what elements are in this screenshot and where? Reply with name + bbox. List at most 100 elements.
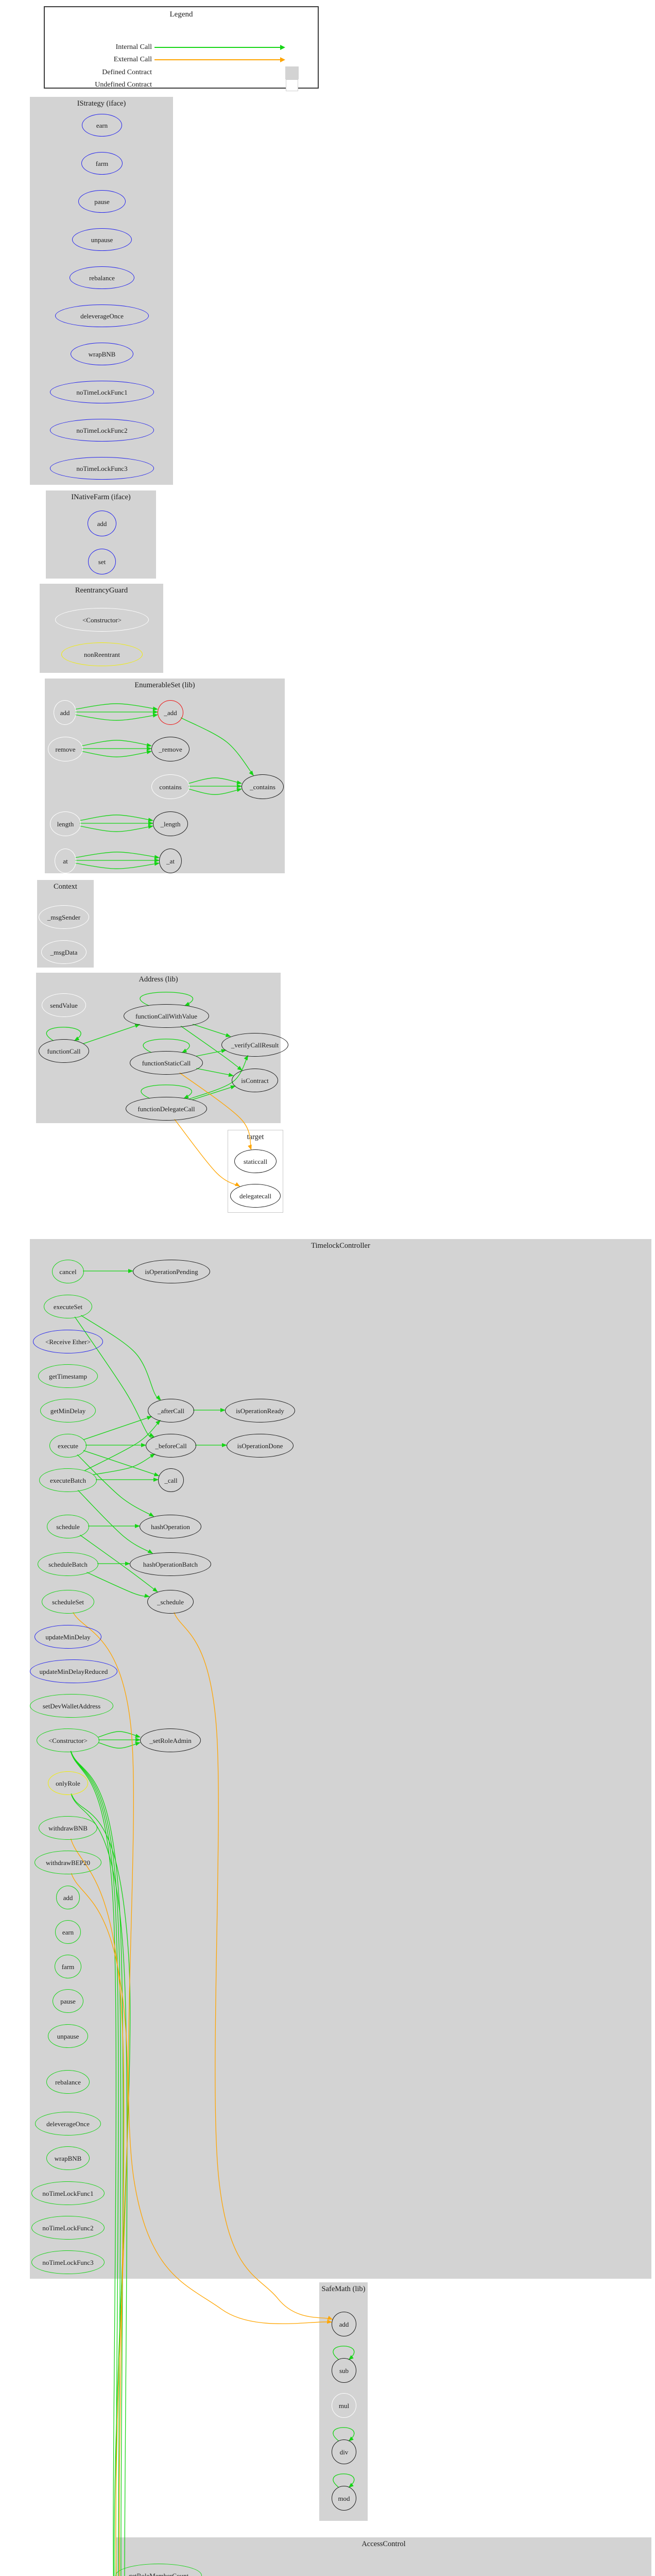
node-label-TimelockController-noTimeLockFunc2: noTimeLockFunc2 bbox=[42, 2224, 94, 2232]
node-label-TimelockController-hashOperation: hashOperation bbox=[151, 1522, 190, 1531]
node-label-TimelockController-hashOperationBatch: hashOperationBatch bbox=[143, 1560, 198, 1568]
node-TimelockController-executeBatch: executeBatch bbox=[39, 1468, 97, 1492]
node-EnumerableSet-add: add bbox=[54, 700, 76, 725]
node-Context-_msgSender: _msgSender bbox=[39, 905, 89, 929]
node-TimelockController-executeSet: executeSet bbox=[44, 1295, 92, 1318]
node-label-TimelockController-ReceiveEther: <Receive Ether> bbox=[45, 1337, 91, 1346]
node-label-SafeMath-mul: mul bbox=[338, 2401, 350, 2410]
undefined-contract-swatch-icon bbox=[286, 79, 298, 91]
node-label-Address-functionStaticCall: functionStaticCall bbox=[142, 1059, 191, 1067]
node-label-Context-_msgSender: _msgSender bbox=[47, 913, 81, 921]
node-label-EnumerableSet-_remove: _remove bbox=[159, 745, 182, 753]
node-label-TimelockController-_setRoleAdmin: _setRoleAdmin bbox=[149, 1736, 192, 1744]
node-IStrategy-pause: pause bbox=[78, 190, 126, 213]
cluster-title-AccessControl: AccessControl bbox=[361, 2540, 406, 2548]
cluster-title-Address: Address (lib) bbox=[139, 975, 178, 984]
node-label-SafeMath-mod: mod bbox=[338, 2494, 350, 2502]
node-EnumerableSet-_at: _at bbox=[159, 849, 182, 873]
node-TimelockController-wrapBNB: wrapBNB bbox=[46, 2146, 90, 2170]
node-label-Address-isContract: isContract bbox=[241, 1076, 269, 1084]
node-Address-functionCallWithValue: functionCallWithValue bbox=[124, 1004, 209, 1028]
node-label-TimelockController-Constructor: <Constructor> bbox=[48, 1736, 88, 1744]
node-TimelockController-rebalance: rebalance bbox=[46, 2070, 90, 2094]
node-label-EnumerableSet-contains: contains bbox=[159, 783, 182, 791]
node-TimelockController-isOperationPending: isOperationPending bbox=[133, 1260, 210, 1283]
cluster-TimelockController: TimelockController bbox=[30, 1239, 651, 2279]
node-TimelockController-hashOperation: hashOperation bbox=[140, 1515, 201, 1538]
node-Address-_verifyCallResult: _verifyCallResult bbox=[221, 1033, 288, 1057]
node-TimelockController-scheduleSet: scheduleSet bbox=[42, 1590, 94, 1614]
node-TimelockController-pause: pause bbox=[53, 1989, 83, 2013]
node-label-EnumerableSet-_add: _add bbox=[164, 708, 177, 717]
node-label-EnumerableSet-_length: _length bbox=[160, 820, 181, 828]
node-SafeMath-mul: mul bbox=[332, 2393, 356, 2418]
cluster-title-SafeMath: SafeMath (lib) bbox=[321, 2285, 366, 2293]
node-label-TimelockController-updateMinDelay: updateMinDelay bbox=[45, 1633, 91, 1641]
node-Context-_msgData: _msgData bbox=[41, 940, 87, 964]
node-SafeMath-add: add bbox=[332, 2312, 356, 2336]
node-TimelockController-withdrawBNB: withdrawBNB bbox=[39, 1816, 97, 1840]
node-label-TimelockController-scheduleBatch: scheduleBatch bbox=[48, 1560, 88, 1568]
node-TimelockController-Constructor: <Constructor> bbox=[37, 1728, 99, 1752]
internal-call-arrow-icon bbox=[154, 45, 285, 50]
node-label-IStrategy-farm: farm bbox=[95, 159, 109, 167]
node-IStrategy-noTimeLockFunc2: noTimeLockFunc2 bbox=[50, 419, 154, 442]
node-TimelockController-_schedule: _schedule bbox=[147, 1590, 194, 1614]
node-SafeMath-sub: sub bbox=[332, 2358, 356, 2383]
node-label-TimelockController-noTimeLockFunc1: noTimeLockFunc1 bbox=[42, 2189, 94, 2197]
node-label-IStrategy-noTimeLockFunc2: noTimeLockFunc2 bbox=[76, 426, 128, 434]
node-ReentrancyGuard-Constructor: <Constructor> bbox=[55, 608, 149, 632]
node-label-IStrategy-unpause: unpause bbox=[91, 235, 113, 244]
node-label-TimelockController-farm: farm bbox=[61, 1962, 75, 1971]
node-label-target-delegatecall: delegatecall bbox=[239, 1192, 272, 1200]
node-EnumerableSet-_add: _add bbox=[158, 700, 183, 725]
node-label-EnumerableSet-at: at bbox=[63, 857, 68, 865]
node-label-EnumerableSet-_at: _at bbox=[166, 857, 175, 865]
node-IStrategy-unpause: unpause bbox=[72, 228, 132, 251]
node-ReentrancyGuard-nonReentrant: nonReentrant bbox=[61, 642, 143, 666]
node-label-INativeFarm-set: set bbox=[98, 557, 106, 566]
node-TimelockController-farm: farm bbox=[55, 1955, 81, 1978]
cluster-title-IStrategy: IStrategy (iface) bbox=[77, 99, 126, 108]
node-EnumerableSet-at: at bbox=[55, 849, 76, 873]
node-label-INativeFarm-add: add bbox=[97, 519, 107, 528]
node-label-SafeMath-add: add bbox=[339, 2320, 349, 2328]
node-label-TimelockController-rebalance: rebalance bbox=[55, 2078, 81, 2086]
node-label-TimelockController-isOperationPending: isOperationPending bbox=[145, 1267, 198, 1276]
node-label-TimelockController-setDevWalletAddress: setDevWalletAddress bbox=[42, 1702, 101, 1710]
legend-row-internal-call: Internal Call bbox=[45, 43, 318, 53]
node-label-EnumerableSet-length: length bbox=[57, 820, 74, 828]
node-label-IStrategy-wrapBNB: wrapBNB bbox=[88, 350, 116, 358]
node-label-TimelockController-executeBatch: executeBatch bbox=[49, 1476, 86, 1484]
node-SafeMath-div: div bbox=[332, 2439, 356, 2464]
cluster-title-EnumerableSet: EnumerableSet (lib) bbox=[134, 681, 195, 689]
legend-label-undefined-contract: Undefined Contract bbox=[95, 81, 152, 89]
node-EnumerableSet-_length: _length bbox=[153, 811, 188, 836]
node-TimelockController-_beforeCall: _beforeCall bbox=[146, 1434, 196, 1458]
node-label-TimelockController-schedule: schedule bbox=[56, 1522, 80, 1531]
defined-contract-swatch-icon bbox=[285, 66, 299, 79]
node-IStrategy-noTimeLockFunc3: noTimeLockFunc3 bbox=[50, 457, 154, 480]
node-TimelockController-cancel: cancel bbox=[52, 1260, 84, 1283]
node-TimelockController-onlyRole: onlyRole bbox=[48, 1771, 88, 1795]
node-label-TimelockController-_call: _call bbox=[164, 1476, 178, 1484]
node-TimelockController-getTimestamp: getTimestamp bbox=[38, 1364, 98, 1388]
cluster-title-INativeFarm: INativeFarm (iface) bbox=[71, 493, 131, 501]
node-TimelockController-unpause: unpause bbox=[48, 2024, 88, 2048]
node-EnumerableSet-contains: contains bbox=[151, 774, 189, 799]
legend-row-undefined-contract: Undefined Contract bbox=[45, 79, 318, 91]
node-INativeFarm-set: set bbox=[88, 549, 116, 574]
node-Address-functionStaticCall: functionStaticCall bbox=[130, 1051, 203, 1075]
node-Address-functionCall: functionCall bbox=[39, 1039, 89, 1063]
node-IStrategy-deleverageOnce: deleverageOnce bbox=[55, 304, 149, 327]
node-IStrategy-earn: earn bbox=[82, 114, 122, 137]
node-TimelockController-_call: _call bbox=[158, 1468, 184, 1492]
node-TimelockController-noTimeLockFunc2: noTimeLockFunc2 bbox=[31, 2216, 105, 2240]
node-TimelockController-noTimeLockFunc3: noTimeLockFunc3 bbox=[31, 2250, 105, 2274]
legend-label-internal-call: Internal Call bbox=[115, 43, 152, 51]
node-TimelockController-getMinDelay: getMinDelay bbox=[40, 1399, 96, 1422]
node-label-TimelockController-earn: earn bbox=[62, 1928, 74, 1936]
node-EnumerableSet-_remove: _remove bbox=[151, 737, 189, 761]
node-target-staticcall: staticcall bbox=[234, 1149, 277, 1173]
